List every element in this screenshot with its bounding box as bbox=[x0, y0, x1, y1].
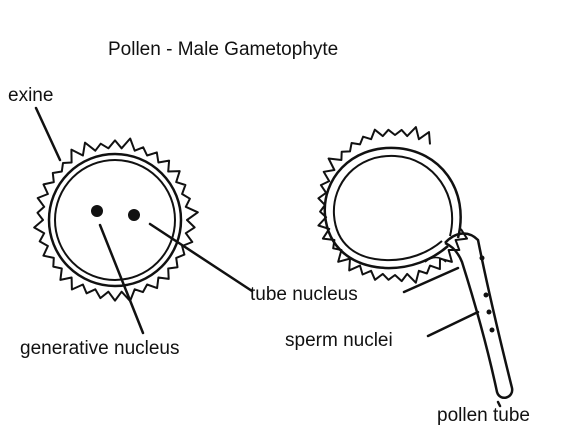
left-pollen-grain bbox=[33, 137, 199, 302]
generative-nucleus-dot bbox=[91, 205, 103, 217]
sperm-nucleus-dot-2 bbox=[486, 309, 492, 315]
left-intine-inner-wall bbox=[54, 159, 176, 281]
leader-sperm-nuclei bbox=[426, 310, 480, 338]
left-exine-spiky-outline bbox=[33, 137, 199, 302]
cytoplasm-bulge bbox=[424, 256, 447, 263]
leader-lines bbox=[34, 106, 502, 408]
sperm-nucleus-dot-3 bbox=[489, 327, 495, 333]
right-intine-wall-inner bbox=[332, 154, 454, 262]
leader-tube-nucleus-right bbox=[402, 266, 460, 294]
pollen-tube-outline bbox=[444, 232, 514, 400]
label-generative-nucleus: generative nucleus bbox=[20, 338, 180, 359]
label-sperm-nuclei: sperm nuclei bbox=[285, 330, 393, 351]
label-pollen-tube: pollen tube bbox=[437, 405, 530, 426]
right-exine-spiky-outline bbox=[317, 126, 468, 284]
leader-generative-nucleus bbox=[98, 223, 145, 335]
leader-tube-nucleus-left bbox=[148, 222, 254, 293]
sperm-nucleus-dot-1 bbox=[483, 292, 489, 298]
leader-exine bbox=[34, 106, 62, 162]
label-exine: exine bbox=[8, 85, 54, 106]
leader-pollen-tube bbox=[496, 400, 502, 408]
tube-nucleus-dot bbox=[128, 209, 140, 221]
right-pollen-grain bbox=[317, 126, 514, 400]
tube-nucleus-dot-right bbox=[479, 255, 485, 261]
right-intine-wall-outer bbox=[323, 146, 462, 270]
left-intine-outer-wall bbox=[47, 152, 183, 288]
diagram-title: Pollen - Male Gametophyte bbox=[108, 39, 339, 60]
label-tube-nucleus: tube nucleus bbox=[250, 284, 358, 305]
